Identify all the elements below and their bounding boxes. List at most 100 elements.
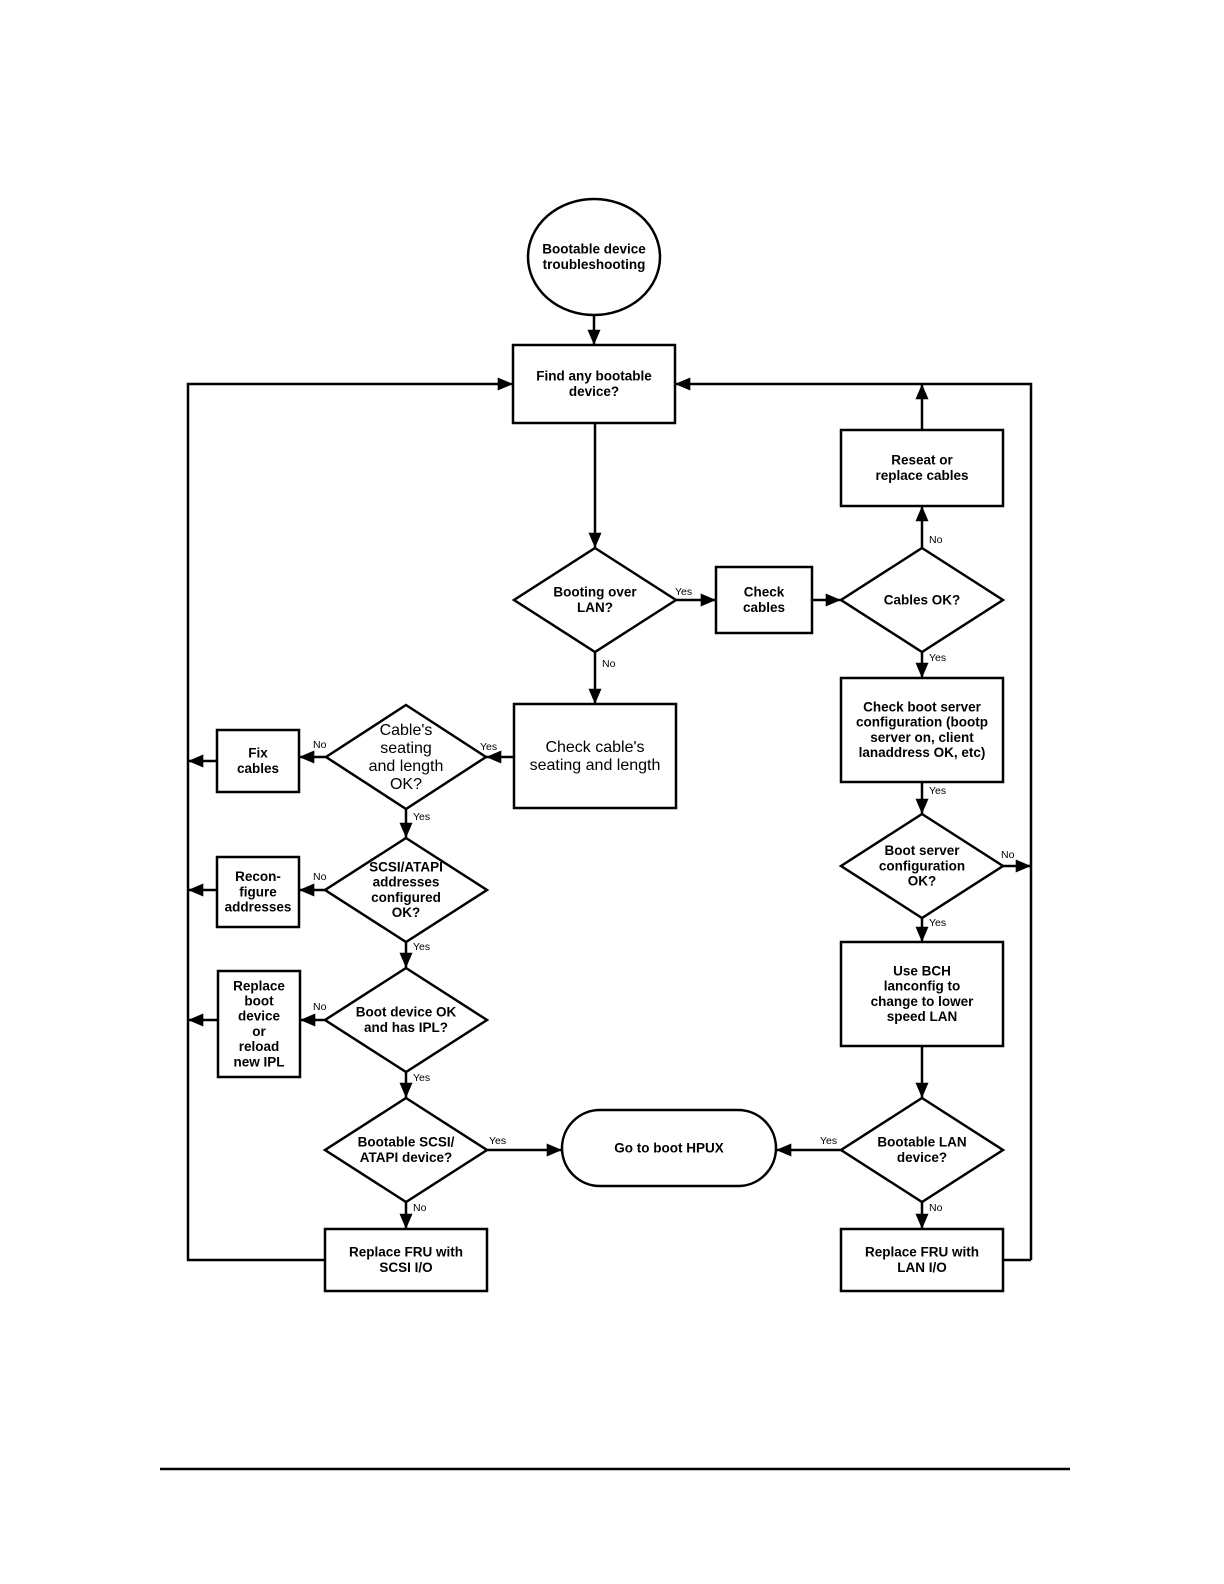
arrowhead-icon [399,1213,413,1229]
rect-shape [215,728,301,794]
diamond-shape [838,1096,1006,1204]
edge-label: No [602,658,616,670]
node-label-line: SCSI I/O [379,1260,432,1275]
arrowhead-icon [300,1013,316,1027]
circle-shape [526,197,662,317]
edge-label: Yes [489,1135,506,1147]
node-label-line: Bootable LAN [877,1135,966,1150]
edge-label: No [929,1202,943,1214]
node-bootable-scsi: Bootable SCSI/ATAPI device? [322,1096,490,1204]
node-label-line: Fix [248,746,268,761]
node-label-line: Use BCH [893,963,951,978]
arrowhead-icon [299,883,315,897]
edge-label: No [1001,849,1015,861]
node-label-line: Replace [233,978,285,993]
node-label-line: Cables OK? [884,592,961,607]
edge-label: Yes [929,917,946,929]
arrowhead-icon [399,822,413,838]
arrowhead-icon [588,532,602,548]
node-label-line: and length [369,758,444,775]
edge-label: No [929,534,943,546]
edge-label: Yes [929,785,946,797]
edge-label: Yes [413,941,430,953]
rect-shape [839,940,1005,1048]
node-label-line: lanaddress OK, etc) [859,745,986,760]
terminal-shape [560,1108,778,1188]
node-label-line: server on, client [870,730,974,745]
diamond-shape [838,546,1006,654]
edge-left-bus [186,382,513,1262]
edge-label: Yes [820,1135,837,1147]
node-label-line: figure [239,884,277,899]
node-label-line: cables [237,761,279,776]
arrowhead-icon [188,1013,204,1027]
rect-shape [215,855,301,929]
node-cables-ok: Cables OK? [838,546,1006,654]
edges-layer: YesNoNoYesYesNoYesYesNoYesNoYesNoYesNoYe… [186,315,1033,1262]
node-label-line: Go to boot HPUX [614,1140,723,1155]
edge-label: No [313,739,327,751]
edge-label: No [313,871,327,883]
rect-shape [839,428,1005,508]
node-label-line: OK? [392,905,421,920]
rect-shape [839,676,1005,784]
node-label-line: device? [897,1150,947,1165]
arrowhead-icon [399,1082,413,1098]
node-label-line: addresses [373,875,440,890]
node-label-line: Replace FRU with [349,1245,463,1260]
node-label-line: configuration (bootp [856,715,988,730]
diamond-shape [322,836,490,944]
arrowhead-icon [587,329,601,345]
node-label-line: new IPL [233,1054,284,1069]
edge-label: Yes [929,652,946,664]
arrowhead-icon [486,750,502,764]
node-label-line: device? [569,384,619,399]
node-label-line: boot [244,993,274,1008]
edge-label: No [413,1202,427,1214]
arrowhead-icon [776,1143,792,1157]
rect-shape [714,565,814,635]
diamond-shape [322,966,490,1074]
node-label-line: replace cables [875,468,968,483]
node-label-line: change to lower [871,994,975,1009]
rect-shape [512,702,678,810]
node-label-line: Replace FRU with [865,1245,979,1260]
node-label-line: LAN? [577,600,613,615]
arrowhead-icon [915,798,929,814]
node-label-line: cables [743,600,785,615]
arrowhead-icon [915,384,929,400]
rect-shape [511,343,677,425]
arrowhead-icon [915,1213,929,1229]
edge-right-bus [675,382,1033,1260]
node-label-line: speed LAN [887,1009,958,1024]
node-label-line: addresses [225,899,292,914]
node-label-line: Check boot server [863,699,982,714]
node-label-line: Reseat or [891,453,953,468]
node-label-line: Check cable's [545,739,644,756]
arrowhead-icon [546,1143,562,1157]
node-label-line: SCSI/ATAPI [369,859,443,874]
diamond-shape [322,1096,490,1204]
rect-shape [216,969,302,1079]
node-label-line: Recon- [235,869,281,884]
arrowhead-icon [399,952,413,968]
node-label-line: reload [239,1039,280,1054]
edge-label: Yes [480,741,497,753]
edge-label: Yes [675,586,692,598]
node-label-line: Booting over [553,585,637,600]
node-label-line: troubleshooting [543,257,646,272]
